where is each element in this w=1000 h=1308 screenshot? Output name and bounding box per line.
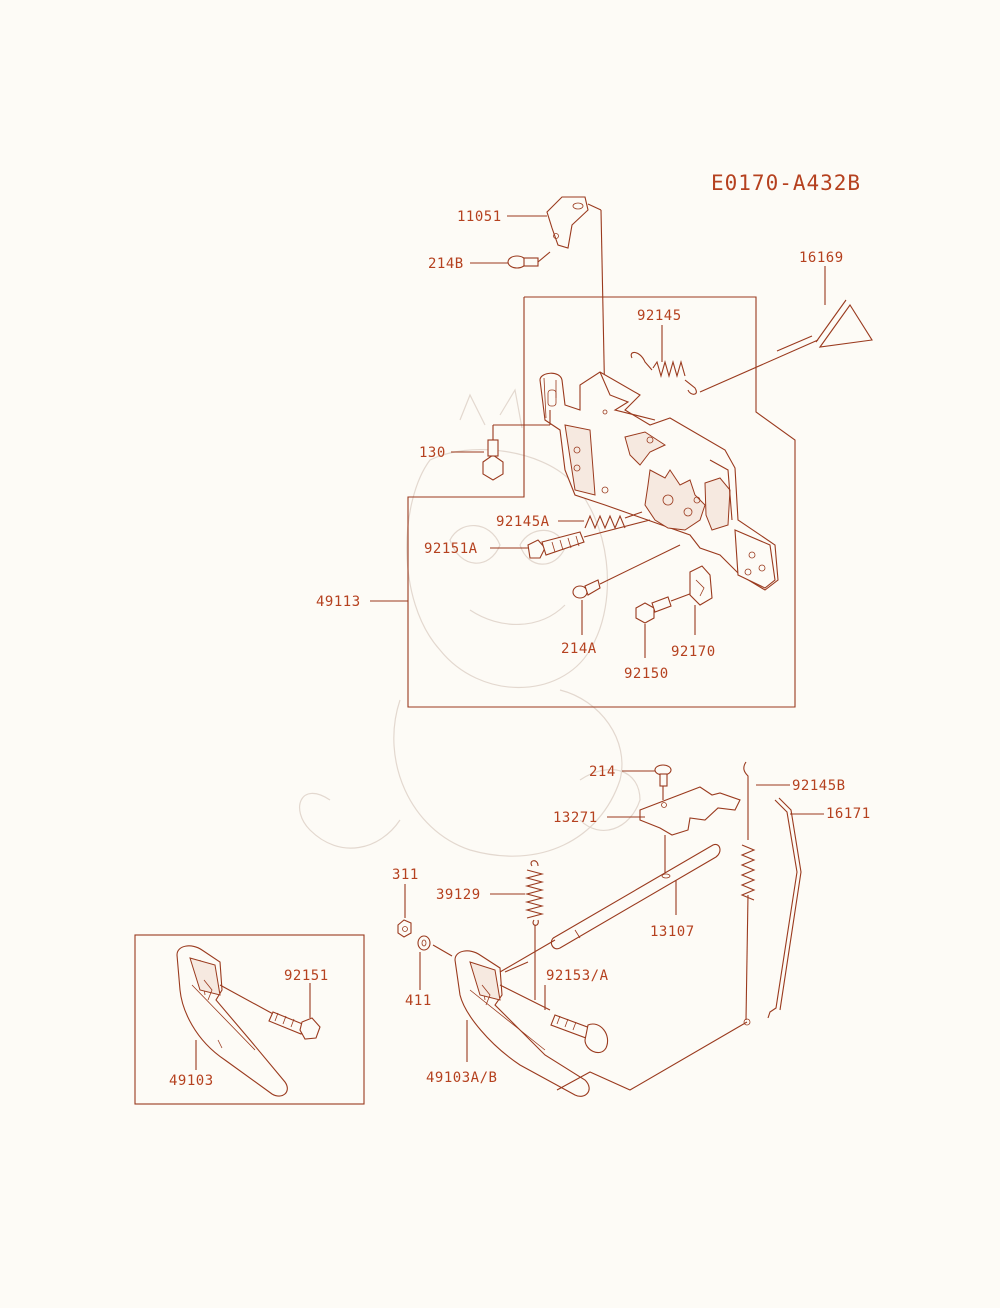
label-92150: 92150 bbox=[624, 666, 669, 682]
label-92145A: 92145A bbox=[496, 514, 550, 530]
shaft-13107 bbox=[550, 843, 721, 950]
label-49103AB: 49103A/B bbox=[426, 1070, 497, 1086]
screw-214 bbox=[654, 764, 672, 800]
label-92153A: 92153/A bbox=[546, 968, 609, 984]
label-92145: 92145 bbox=[637, 308, 682, 324]
upper-assembly-group-outline bbox=[407, 296, 796, 708]
spring-39129 bbox=[524, 860, 545, 1000]
label-214: 214 bbox=[589, 764, 616, 780]
label-92151: 92151 bbox=[284, 968, 329, 984]
label-16171: 16171 bbox=[826, 806, 871, 822]
rod-16169 bbox=[699, 299, 873, 393]
plate-13271 bbox=[639, 786, 741, 875]
inset-box bbox=[134, 934, 365, 1105]
label-92170: 92170 bbox=[671, 644, 716, 660]
label-214B: 214B bbox=[428, 256, 464, 272]
label-11051: 11051 bbox=[457, 209, 502, 225]
bracket-11051 bbox=[546, 196, 606, 411]
connector-line bbox=[556, 1021, 748, 1091]
label-13271: 13271 bbox=[553, 810, 598, 826]
label-311: 311 bbox=[392, 867, 419, 883]
label-411: 411 bbox=[405, 993, 432, 1009]
label-130: 130 bbox=[419, 445, 446, 461]
label-214A: 214A bbox=[561, 641, 597, 657]
label-49103: 49103 bbox=[169, 1073, 214, 1089]
clip-92170 bbox=[689, 565, 713, 606]
control-plate bbox=[539, 371, 779, 591]
label-39129: 39129 bbox=[436, 887, 481, 903]
bolt-92151A bbox=[527, 519, 651, 559]
nut-311 bbox=[397, 919, 412, 938]
lever-49103 bbox=[176, 945, 288, 1097]
spring-92145A bbox=[584, 511, 643, 530]
spring-92145B bbox=[740, 761, 756, 1026]
screw-214A bbox=[572, 544, 681, 599]
label-92151A: 92151A bbox=[424, 541, 478, 557]
diagram-code: E0170-A432B bbox=[711, 171, 861, 195]
label-49113: 49113 bbox=[316, 594, 361, 610]
bolt-130 bbox=[482, 410, 551, 481]
washer-411 bbox=[417, 935, 453, 957]
rod-16171 bbox=[767, 797, 802, 1019]
label-92145B: 92145B bbox=[792, 778, 846, 794]
bolt-92150 bbox=[635, 591, 696, 624]
watermark-figure bbox=[299, 388, 641, 857]
bolt-92153A bbox=[550, 1014, 608, 1054]
bolt-92151 bbox=[268, 1011, 321, 1040]
screw-214B bbox=[507, 251, 551, 269]
label-16169: 16169 bbox=[799, 250, 844, 266]
spring-92145 bbox=[630, 351, 697, 395]
label-13107: 13107 bbox=[650, 924, 695, 940]
lever-49103AB bbox=[454, 950, 590, 1097]
